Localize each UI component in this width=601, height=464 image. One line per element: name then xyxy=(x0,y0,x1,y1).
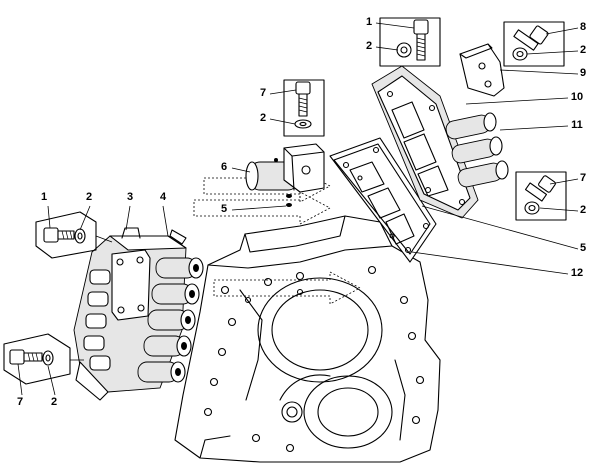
callout-c7a: 7 xyxy=(260,87,266,99)
callout-c7b: 7 xyxy=(580,172,586,184)
callout-c11: 11 xyxy=(571,119,583,131)
leader-lines xyxy=(17,22,579,396)
solenoid-part-11 xyxy=(445,112,509,188)
callout-c8: 8 xyxy=(580,21,586,33)
callout-c12: 12 xyxy=(571,267,583,279)
callout-c5b: 5 xyxy=(580,242,586,254)
callout-c1a: 1 xyxy=(366,16,372,28)
inset-bolt-top-right xyxy=(503,21,565,67)
callout-c9: 9 xyxy=(580,67,586,79)
callout-c1b: 1 xyxy=(41,191,47,203)
transmission-housing xyxy=(174,169,441,463)
solenoid-stack xyxy=(137,257,204,383)
callout-c2f: 2 xyxy=(51,396,57,408)
valve-block-part-4 xyxy=(73,227,204,401)
callout-c6: 6 xyxy=(221,161,227,173)
valve-plate-part-10 xyxy=(371,65,509,219)
callout-c2e: 2 xyxy=(580,204,586,216)
inset-bolt-top-center xyxy=(379,17,441,67)
inset-bolt-left-bottom xyxy=(3,333,71,385)
bracket-part-9 xyxy=(459,43,505,97)
callout-c2c: 2 xyxy=(260,112,266,124)
inset-bolt-mid xyxy=(283,79,325,137)
callout-c5a: 5 xyxy=(221,203,227,215)
callout-c4: 4 xyxy=(160,191,167,203)
callout-c3: 3 xyxy=(127,191,133,203)
gasket-plate-part-12 xyxy=(329,137,437,263)
callout-c7c: 7 xyxy=(17,396,23,408)
callout-c10: 10 xyxy=(571,91,583,103)
o-ring-part-5 xyxy=(286,194,292,207)
callout-c2d: 2 xyxy=(86,191,92,203)
solenoid-valve-part-6 xyxy=(245,143,325,193)
callout-c2b: 2 xyxy=(580,44,586,56)
inset-bolt-left-top xyxy=(35,211,97,259)
inset-bolt-right xyxy=(515,171,567,221)
callout-c2a: 2 xyxy=(366,40,372,52)
